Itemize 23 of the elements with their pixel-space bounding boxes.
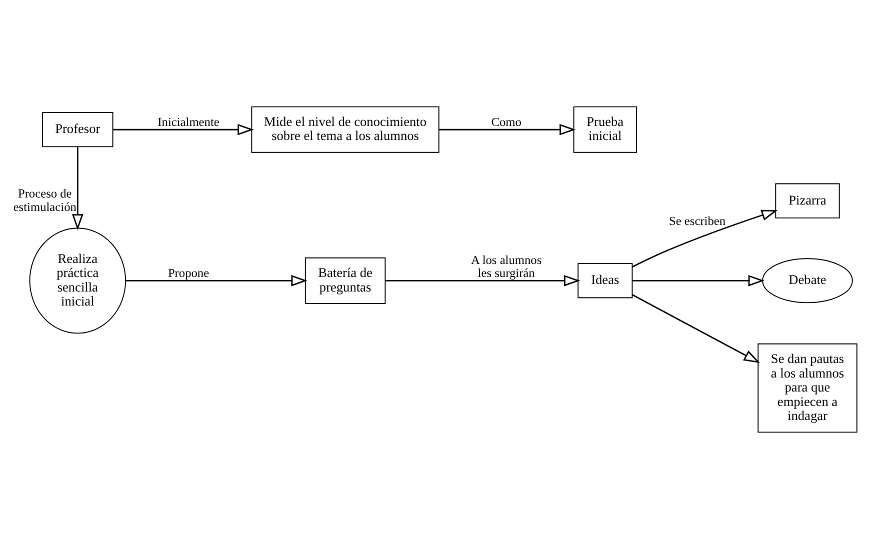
node-box: Ideas (578, 263, 633, 298)
edge-label: A los alumnos les surgirán (471, 252, 542, 280)
arrow (632, 210, 778, 268)
edge-label: Inicialmente (158, 115, 220, 130)
edge-label: Como (491, 115, 522, 130)
node-box: Profesor (42, 112, 114, 148)
arrow (632, 294, 760, 364)
node-box: Prueba inicial (573, 106, 637, 153)
edge-label: Se escriben (669, 214, 726, 228)
node-box: Batería de preguntas (304, 257, 386, 304)
node-box: Se dan pautas a los alumnos para que empiecen a indagar (758, 343, 858, 433)
arrow (72, 146, 84, 230)
node-circle: Realiza práctica sencilla inicial (29, 228, 126, 334)
arrow (113, 124, 254, 136)
edge-label: Proceso de estimulación (13, 186, 76, 214)
arrow (385, 275, 580, 286)
arrow (439, 124, 576, 136)
edge-label: Propone (168, 266, 210, 280)
arrow (126, 275, 308, 286)
node-box: Mide el nivel de conocimiento sobre el tema a los alumnos (251, 106, 440, 153)
arrow (632, 275, 764, 286)
node-ellipse: Debate (762, 258, 853, 304)
node-box: Pizarra (775, 183, 840, 218)
